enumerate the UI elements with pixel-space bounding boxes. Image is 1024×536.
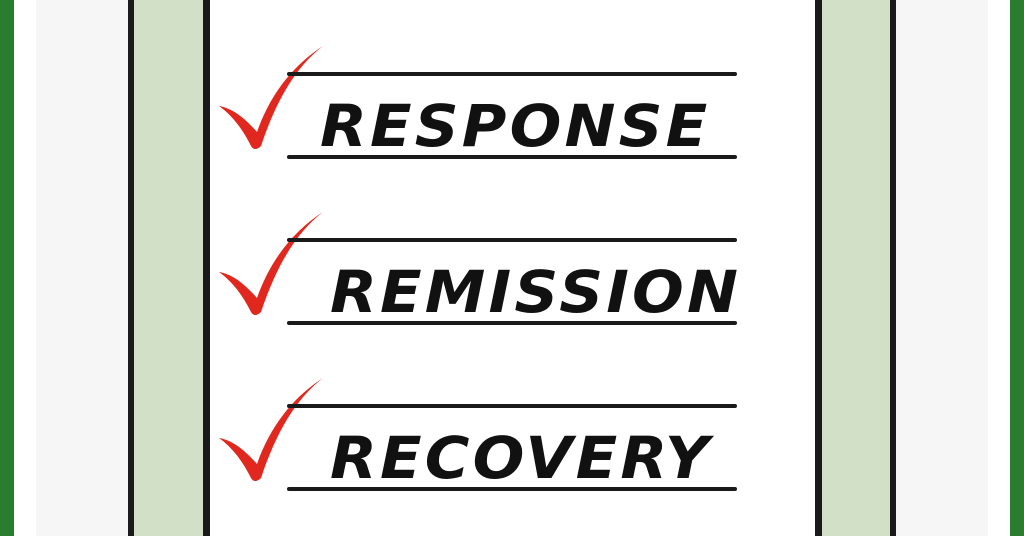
gray-panel-left: [36, 0, 128, 536]
checklist-item-remission: REMISSION: [215, 212, 775, 358]
underline-bottom: [287, 487, 737, 491]
underline-bottom: [287, 321, 737, 325]
underline-top: [287, 72, 737, 76]
underline-bottom: [287, 155, 737, 159]
checkmark-icon: [219, 378, 323, 481]
outer-frame-right: [1010, 0, 1024, 536]
checklist-item-recovery: RECOVERY: [215, 378, 775, 524]
item-label: REMISSION: [330, 258, 742, 326]
green-panel-right: [815, 0, 896, 536]
item-label: RESPONSE: [320, 92, 711, 160]
checkmark-icon: [219, 46, 323, 149]
gray-panel-right: [896, 0, 988, 536]
underline-top: [287, 238, 737, 242]
item-label: RECOVERY: [330, 424, 713, 492]
checklist-item-response: RESPONSE: [215, 46, 775, 192]
outer-frame-left: [0, 0, 14, 536]
checkmark-icon: [219, 212, 323, 315]
green-panel-left: [128, 0, 210, 536]
underline-top: [287, 404, 737, 408]
